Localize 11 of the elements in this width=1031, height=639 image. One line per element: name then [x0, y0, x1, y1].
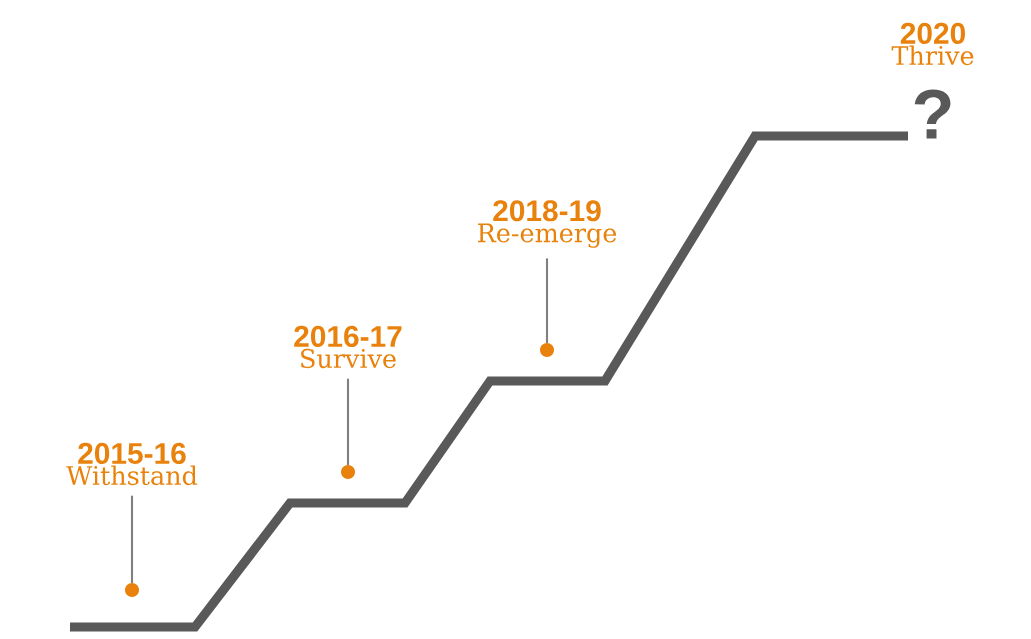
question-mark: ? [914, 89, 951, 139]
leader-line [130, 495, 134, 583]
milestone-label: 2015-16 Withstand [66, 442, 198, 486]
milestone-dot [540, 343, 554, 357]
milestone-label: 2018-19 Re-emerge [478, 200, 617, 248]
milestone-dot [125, 583, 139, 597]
milestone-label: 2016-17 Survive [294, 325, 402, 369]
leader-line [545, 258, 549, 343]
leader-line [346, 378, 350, 465]
milestone-label: 2020 Thrive [891, 22, 974, 66]
milestone-dot [341, 465, 355, 479]
